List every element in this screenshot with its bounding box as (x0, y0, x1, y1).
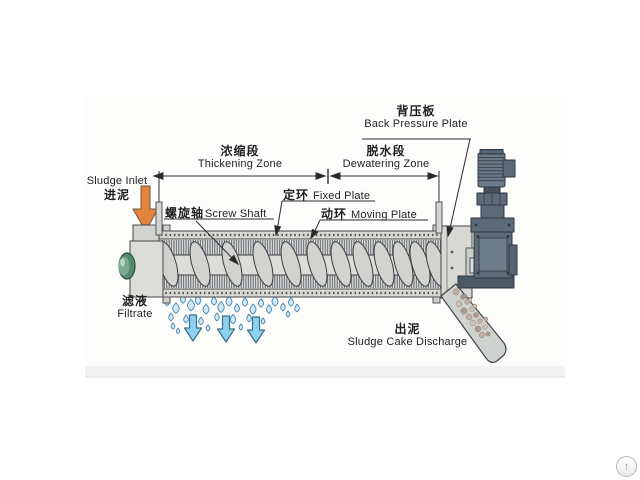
label-screw-shaft: 螺旋轴 Screw Shaft (165, 206, 267, 220)
label-back-pressure-plate: 背压板 Back Pressure Plate (364, 104, 468, 131)
label-filtrate: 滤液 Filtrate (117, 294, 153, 321)
gear-motor-graphic (457, 149, 518, 289)
photo-bottom-strip (85, 366, 565, 377)
inlet-housing (118, 224, 164, 298)
motor-icon (477, 152, 506, 188)
label-sludge-inlet: Sludge Inlet 进泥 (86, 175, 148, 202)
dimension-lines (152, 138, 471, 266)
label-dewatering-zone: 脱水段 Dewatering Zone (342, 144, 430, 171)
inlet-arrow-icon (132, 185, 159, 232)
label-moving-plate: 动环 Moving Plate (321, 207, 418, 221)
discharge-chute (440, 283, 507, 364)
label-thickening-zone: 浓缩段 Thickening Zone (197, 144, 283, 171)
sludge-cake-particles (452, 288, 491, 339)
filtrate-arrow-icon (216, 315, 236, 343)
back-to-top-icon[interactable]: ↑ (616, 456, 637, 477)
label-sludge-cake-discharge: 出泥 Sludge Cake Discharge (347, 322, 468, 349)
motor-junction-box (502, 159, 516, 178)
filtrate-arrow-icon (183, 314, 203, 342)
label-fixed-plate: 定环 Fixed Plate (283, 188, 371, 202)
filtrate-arrows (183, 314, 266, 344)
filtrate-arrow-icon (246, 316, 266, 344)
